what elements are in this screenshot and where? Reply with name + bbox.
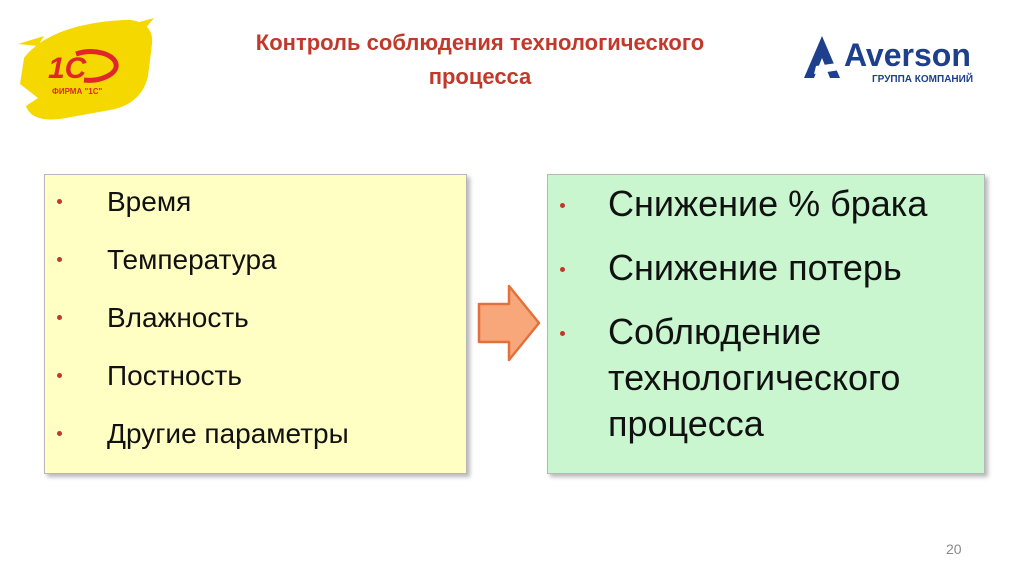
- bullet-icon: [560, 331, 565, 336]
- 1c-logo-text: ФИРМА "1С": [52, 87, 102, 96]
- list-item: Время: [45, 177, 466, 235]
- list-item: Другие параметры: [45, 409, 466, 467]
- list-item: Снижение % брака: [548, 181, 984, 227]
- parameters-list: Время Температура Влажность Постность Др…: [45, 175, 466, 467]
- result-label-line-3: процесса: [608, 403, 764, 444]
- result-label: Снижение потерь: [608, 247, 902, 288]
- parameter-label: Влажность: [107, 302, 249, 333]
- averson-logo: Averson ГРУППА КОМПАНИЙ: [804, 36, 973, 85]
- list-item: Снижение потерь: [548, 245, 984, 291]
- list-item: Постность: [45, 351, 466, 409]
- parameters-box: Время Температура Влажность Постность Др…: [44, 174, 467, 474]
- result-label: Снижение % брака: [608, 183, 928, 224]
- bullet-icon: [57, 373, 62, 378]
- slide-title: Контроль соблюдения технологического про…: [170, 26, 790, 94]
- parameter-label: Время: [107, 186, 192, 217]
- bullet-icon: [57, 315, 62, 320]
- parameter-label: Другие параметры: [107, 418, 349, 449]
- results-box: Снижение % брака Снижение потерь Соблюде…: [547, 174, 985, 474]
- bullet-icon: [560, 267, 565, 272]
- parameter-label: Температура: [107, 244, 277, 275]
- list-item: Соблюдение технологического процесса: [548, 309, 984, 447]
- bullet-icon: [57, 199, 62, 204]
- result-label-line-1: Соблюдение: [608, 311, 822, 352]
- parameter-label: Постность: [107, 360, 242, 391]
- arrow-right-icon: [477, 284, 541, 362]
- 1c-logo: 1С ФИРМА "1С": [18, 18, 154, 120]
- slide-title-line-2: процесса: [428, 64, 532, 89]
- 1c-logo-brand: 1С: [48, 52, 88, 85]
- list-item: Температура: [45, 235, 466, 293]
- slide-title-line-1: Контроль соблюдения технологического: [255, 30, 705, 55]
- list-item: Влажность: [45, 293, 466, 351]
- result-label-line-2: технологического: [608, 357, 901, 398]
- averson-logo-name: Averson: [844, 37, 971, 73]
- bullet-icon: [57, 257, 62, 262]
- results-list: Снижение % брака Снижение потерь Соблюде…: [548, 175, 984, 447]
- bullet-icon: [57, 431, 62, 436]
- page-number: 20: [946, 541, 962, 557]
- bullet-icon: [560, 203, 565, 208]
- averson-logo-subtitle: ГРУППА КОМПАНИЙ: [872, 72, 973, 85]
